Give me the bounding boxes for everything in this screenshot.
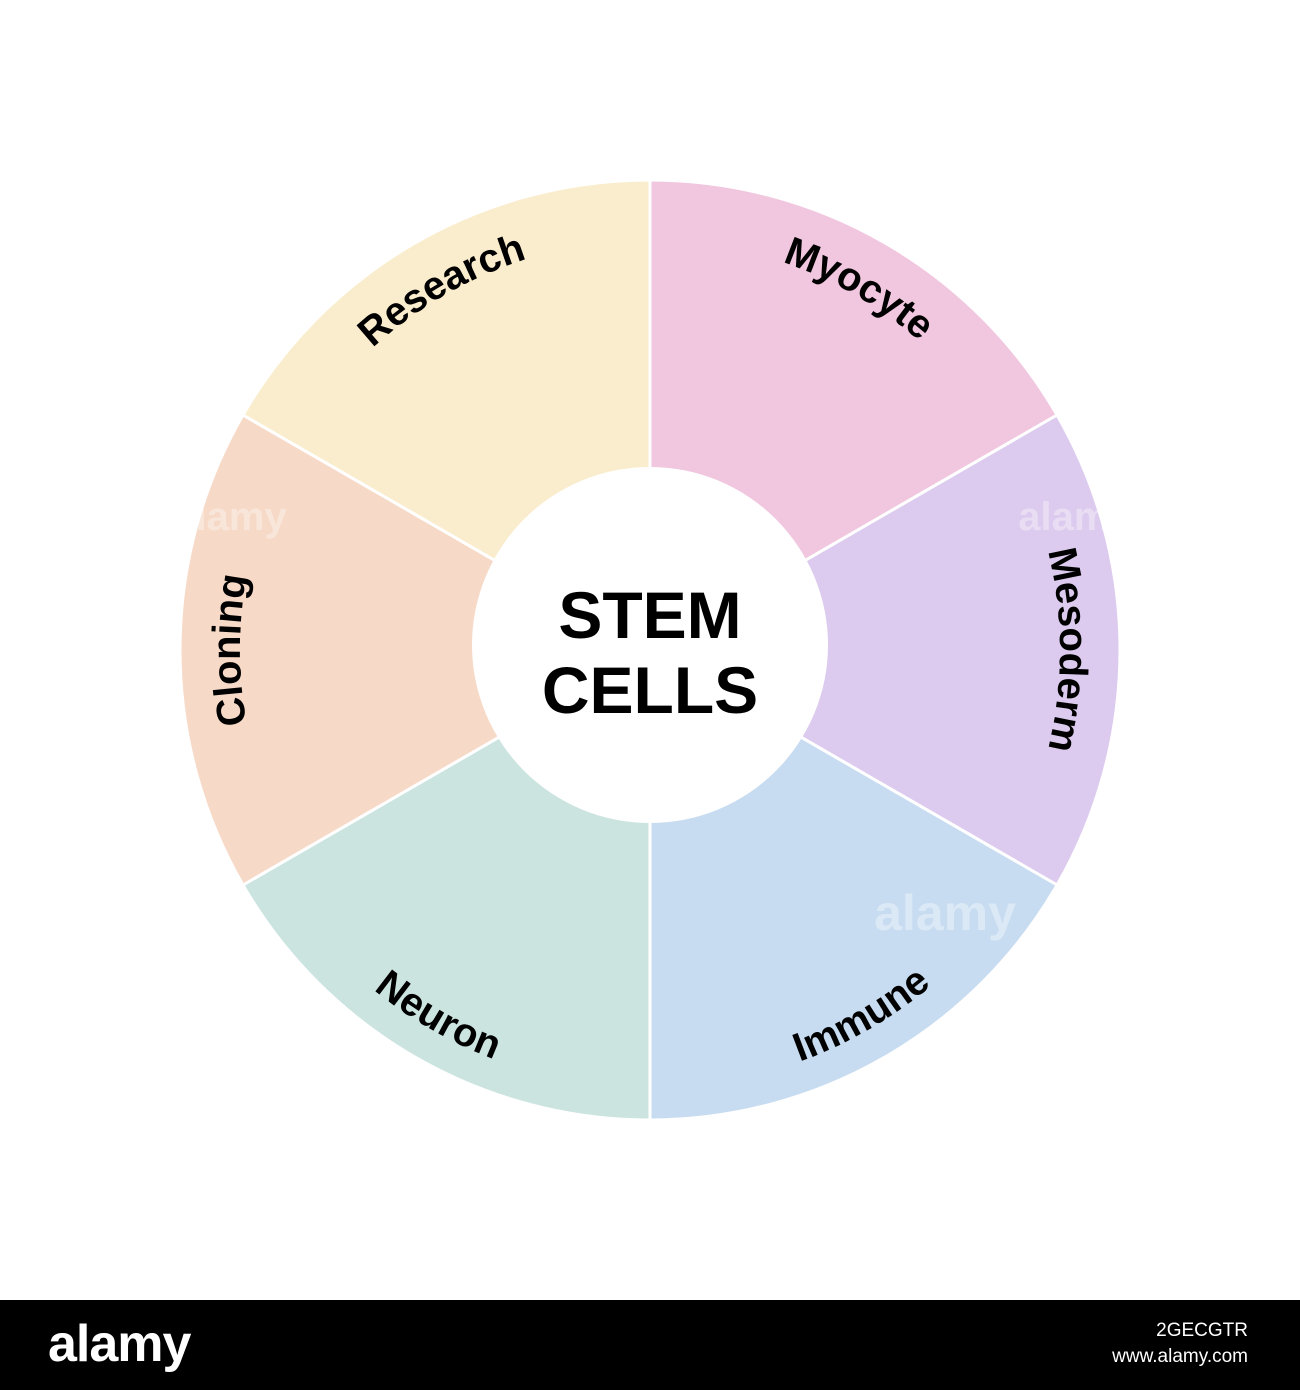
footer-image-info: 2GECGTR www.alamy.com: [1112, 1318, 1248, 1370]
center-title-line-1: STEM: [558, 578, 741, 652]
watermark-text: alamy: [1018, 495, 1132, 539]
watermark-text: alamy: [173, 495, 287, 539]
segment-label-text: Cloning: [205, 571, 256, 730]
footer-logo: alamy: [48, 1315, 191, 1373]
segment-cloning: [178, 412, 653, 888]
watermark-layer: alamy alamy alamy: [173, 495, 1132, 941]
segment-mesoderm: [647, 412, 1122, 888]
watermark-text: alamy: [874, 885, 1016, 941]
segment-label-cloning: Cloning: [205, 571, 256, 730]
center-circle: [472, 467, 828, 823]
center-title-line-2: CELLS: [542, 653, 758, 727]
footer-bar: alamy 2GECGTR www.alamy.com: [0, 1300, 1300, 1390]
stem-cells-wheel: MyocyteMesodermImmuneNeuronCloningResear…: [173, 180, 1132, 1120]
footer-url: www.alamy.com: [1112, 1346, 1248, 1367]
footer-image-id: 2GECGTR: [1156, 1320, 1248, 1341]
